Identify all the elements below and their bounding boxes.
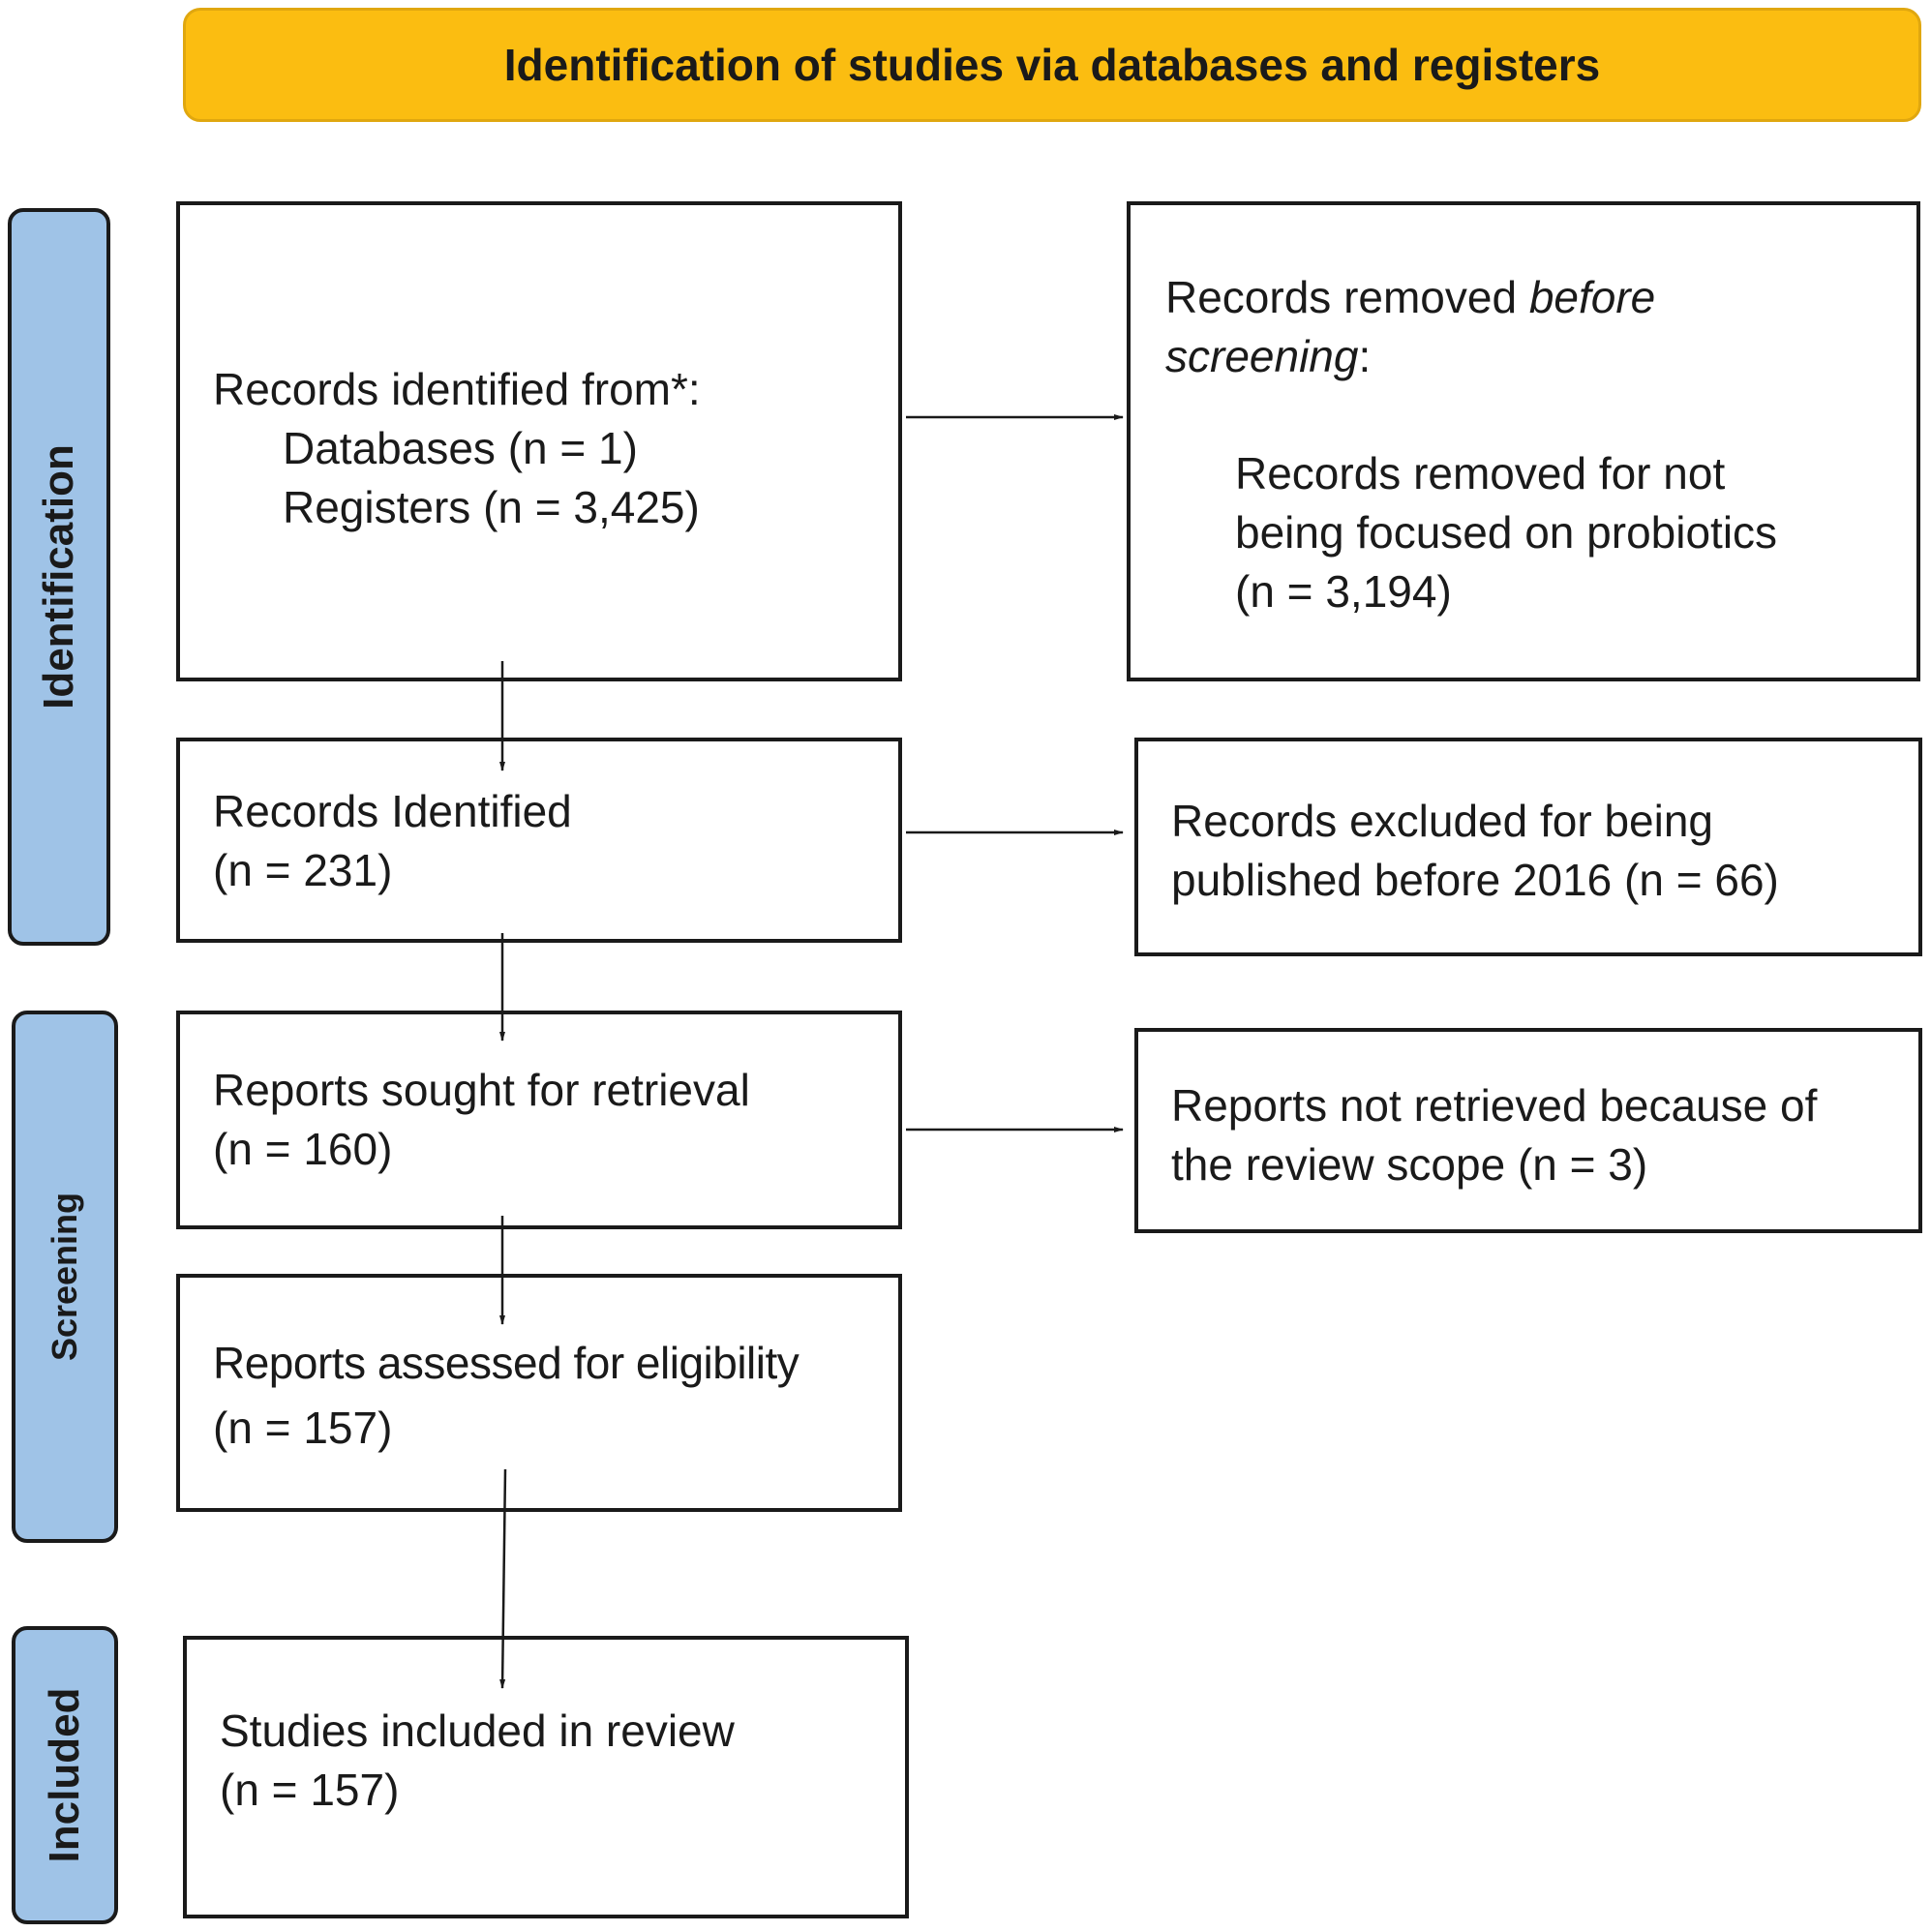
reports-not-retrieved-line-2: the review scope (n = 3) xyxy=(1171,1139,1648,1190)
phase-identification: Identification xyxy=(8,208,110,946)
banner-title: Identification of studies via databases … xyxy=(503,40,1601,90)
records-identified-label: Records Identified xyxy=(213,786,572,836)
records-removed-heading-start: Records removed xyxy=(1165,272,1529,322)
records-removed-heading-cont: screening: xyxy=(1165,327,1916,386)
phase-screening: Screening xyxy=(12,1011,118,1543)
databases-count: Databases (n = 1) xyxy=(283,423,638,473)
records-removed-box: Records removed before screening: Record… xyxy=(1127,201,1920,681)
records-excluded-box: Records excluded for being published bef… xyxy=(1134,738,1922,956)
records-removed-detail-1: Records removed for not xyxy=(1235,448,1726,498)
records-excluded-line-2: published before 2016 (n = 66) xyxy=(1171,855,1779,905)
registers-count: Registers (n = 3,425) xyxy=(283,482,700,532)
records-removed-detail-3: (n = 3,194) xyxy=(1235,566,1452,617)
reports-assessed-count: (n = 157) xyxy=(213,1403,393,1453)
reports-not-retrieved-line-1: Reports not retrieved because of xyxy=(1171,1080,1818,1131)
reports-sought-label: Reports sought for retrieval xyxy=(213,1065,750,1115)
reports-sought-box: Reports sought for retrieval (n = 160) xyxy=(176,1011,902,1229)
records-identified-count: (n = 231) xyxy=(213,845,393,895)
reports-assessed-box: Reports assessed for eligibility (n = 15… xyxy=(176,1274,902,1512)
studies-included-label: Studies included in review xyxy=(220,1706,735,1756)
records-removed-heading-end: : xyxy=(1358,331,1372,381)
arrow-to-studies-included xyxy=(499,1468,507,1689)
records-identified-from-heading: Records identified from*: xyxy=(213,364,701,414)
records-identified-box: Records Identified (n = 231) xyxy=(176,738,902,943)
studies-included-count: (n = 157) xyxy=(220,1765,400,1815)
records-removed-heading-emph: before xyxy=(1528,272,1656,322)
reports-assessed-label: Reports assessed for eligibility xyxy=(213,1338,800,1388)
reports-sought-count: (n = 160) xyxy=(213,1124,393,1174)
flow-banner: Identification of studies via databases … xyxy=(183,8,1921,122)
records-removed-detail-2: being focused on probiotics xyxy=(1235,507,1778,558)
records-identified-from-box: Records identified from*: Databases (n =… xyxy=(176,201,902,681)
studies-included-box: Studies included in review (n = 157) xyxy=(183,1636,909,1918)
phase-included: Included xyxy=(12,1626,118,1924)
reports-not-retrieved-box: Reports not retrieved because of the rev… xyxy=(1134,1028,1922,1233)
records-excluded-line-1: Records excluded for being xyxy=(1171,796,1713,846)
records-removed-heading-emph2: screening xyxy=(1165,331,1359,381)
records-removed-heading: Records removed before xyxy=(1165,268,1916,327)
